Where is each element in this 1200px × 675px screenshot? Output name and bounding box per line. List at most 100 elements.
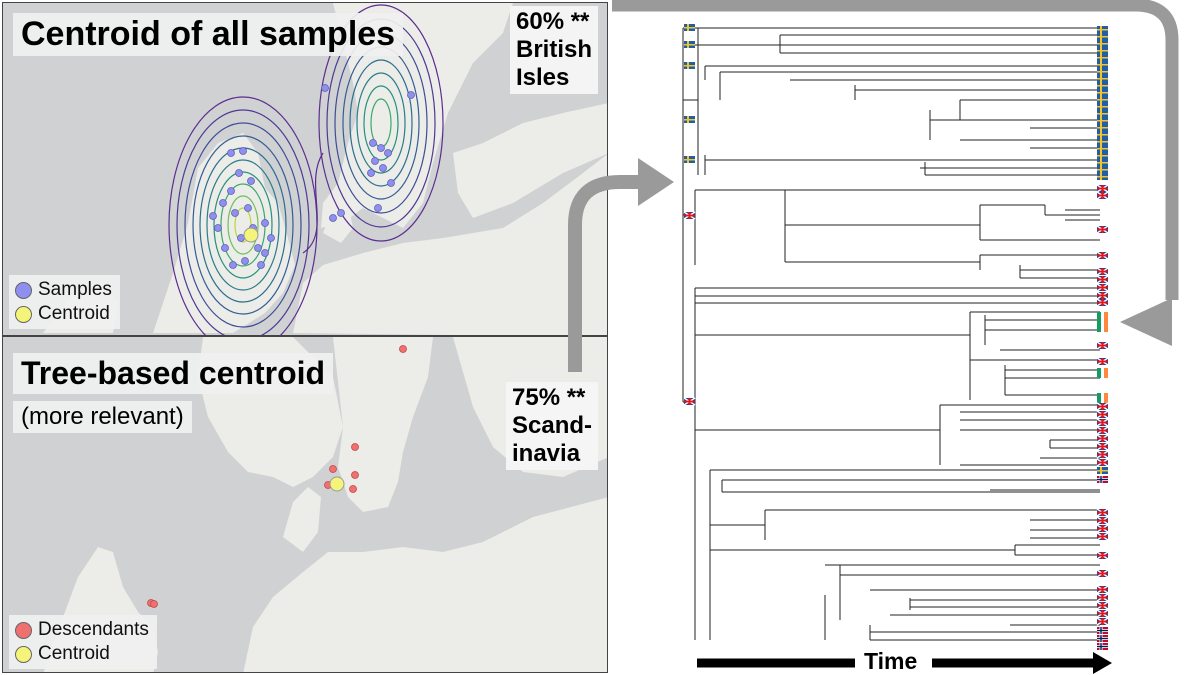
curved-arrow-to-tree — [612, 0, 1179, 300]
swedish-flag-icon — [1097, 61, 1108, 68]
legend-label: Samples — [38, 279, 112, 300]
legend-item: Centroid — [15, 302, 112, 326]
british-flag-icon — [1096, 524, 1109, 533]
british-flag-icon — [1096, 569, 1109, 578]
british-flag-icon — [1096, 450, 1109, 459]
british-flag-icon — [1096, 267, 1109, 276]
centroid-marker — [329, 476, 345, 492]
swedish-flag-icon — [1097, 82, 1108, 89]
panel-subtitle: (more relevant) — [13, 401, 192, 433]
percent-label-scandinavia: 75% ** Scand- inavia — [506, 382, 599, 470]
british-flag-icon — [1096, 532, 1109, 541]
british-flag-icon — [1096, 617, 1109, 626]
density-contours-scandinavia — [318, 4, 444, 242]
legend-swatch — [15, 281, 32, 299]
swedish-flag-icon — [1097, 166, 1108, 173]
arrowhead-icon — [1093, 652, 1112, 674]
british-flag-icon — [1096, 458, 1109, 467]
swedish-flag-icon — [1097, 40, 1108, 47]
british-flag-icon — [1096, 298, 1109, 307]
sample-points — [209, 84, 415, 269]
swedish-flag-icon — [1097, 75, 1108, 82]
norwegian-flag-icon — [1097, 635, 1108, 642]
swedish-flag-icon — [1097, 33, 1108, 40]
swedish-flag-icon — [1097, 145, 1108, 152]
land-continent — [293, 154, 607, 335]
swedish-flag-icon — [1097, 159, 1108, 166]
land-denmark — [283, 487, 321, 552]
legend-label: Descendants — [38, 619, 149, 640]
british-flag-icon — [1096, 291, 1109, 300]
tree-branches — [682, 27, 1100, 641]
legend-item: Descendants — [15, 618, 149, 642]
legend-label: Centroid — [38, 303, 110, 324]
legend: Descendants Centroid — [9, 615, 157, 669]
british-flag-icon — [1096, 184, 1109, 193]
british-flag-icon — [1096, 551, 1109, 560]
norwegian-flag-icon — [1097, 476, 1108, 483]
british-flag-icon — [1096, 434, 1109, 443]
time-axis-label: Time — [864, 648, 918, 674]
land-continent — [243, 497, 607, 672]
swedish-flag-icon — [684, 62, 695, 69]
british-flag-icon — [1096, 225, 1109, 234]
norwegian-flag-icon — [1097, 627, 1108, 634]
irish-flag-icon — [1097, 312, 1108, 322]
british-flag-icon — [1096, 275, 1109, 284]
descendant-points — [147, 345, 407, 608]
swedish-flag-icon — [1097, 96, 1108, 103]
density-contour-bridge — [302, 152, 324, 254]
british-flag-icon — [683, 211, 696, 220]
panel-title: Centroid of all samples — [13, 13, 404, 56]
panel-title: Tree-based centroid — [13, 353, 334, 394]
centroid-marker — [243, 227, 259, 243]
british-flag-icon — [683, 397, 696, 406]
curved-arrow-from-map — [568, 175, 640, 372]
swedish-flag-icon — [1097, 89, 1108, 96]
land-denmark — [323, 203, 353, 243]
swedish-flag-icon — [1097, 110, 1108, 117]
legend-swatch — [15, 621, 32, 639]
british-flag-icon — [1096, 418, 1109, 427]
swedish-flag-icon — [1097, 152, 1108, 159]
legend-item: Samples — [15, 278, 112, 302]
map-panel-tree-based: Tree-based centroid (more relevant) Desc… — [2, 336, 608, 673]
british-flag-icon — [1096, 426, 1109, 435]
arrowhead-icon — [1120, 298, 1172, 346]
land-sweden — [333, 337, 433, 512]
swedish-flag-icon — [684, 41, 695, 48]
map-all-samples — [43, 3, 607, 335]
british-flag-icon — [1096, 516, 1109, 525]
british-flag-icon — [1096, 609, 1109, 618]
norwegian-flag-icon — [1097, 643, 1108, 650]
legend: Samples Centroid — [9, 275, 120, 329]
swedish-flag-icon — [1097, 117, 1108, 124]
map-panel-all-samples: Centroid of all samples Samples Centroid — [2, 2, 608, 336]
irish-flag-icon — [1097, 393, 1108, 403]
swedish-flag-icon — [684, 156, 695, 163]
british-flag-icon — [1096, 341, 1109, 350]
swedish-flag-icon — [1097, 26, 1108, 33]
british-flag-icon — [1096, 251, 1109, 260]
british-flag-icon — [1096, 442, 1109, 451]
land-scandinavia — [273, 3, 513, 228]
swedish-flag-icon — [1097, 467, 1108, 474]
swedish-flag-icon — [1097, 47, 1108, 54]
british-flag-icon — [1096, 410, 1109, 419]
arrowhead-icon — [638, 158, 674, 206]
percent-label-british-isles: 60% ** British Isles — [510, 6, 599, 94]
british-flag-icon — [1096, 357, 1109, 366]
irish-flag-icon — [1097, 322, 1108, 332]
swedish-flag-icon — [1097, 124, 1108, 131]
british-flag-icon — [1096, 508, 1109, 517]
swedish-flag-icon — [684, 116, 695, 123]
land-baltics — [453, 103, 607, 218]
legend-label: Centroid — [38, 643, 110, 664]
swedish-flag-icon — [1097, 173, 1108, 180]
swedish-flag-icon — [1097, 103, 1108, 110]
legend-swatch — [15, 305, 32, 323]
british-flag-icon — [1096, 283, 1109, 292]
swedish-flag-icon — [1097, 131, 1108, 138]
legend-item: Centroid — [15, 642, 149, 666]
